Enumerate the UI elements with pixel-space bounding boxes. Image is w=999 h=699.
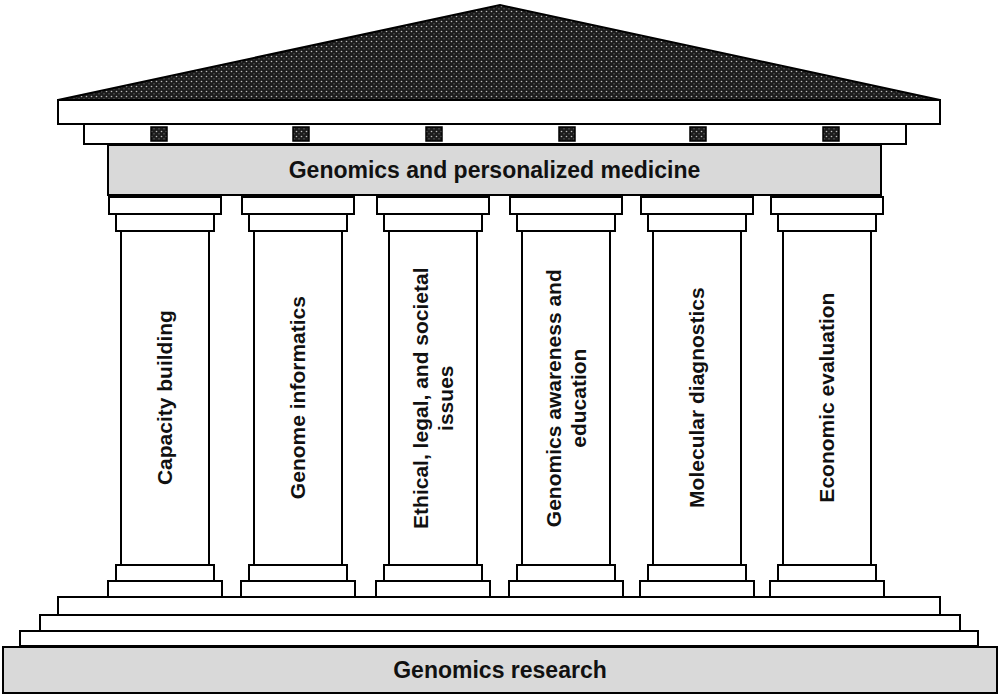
column-moulding (242, 197, 354, 214)
column-moulding (241, 581, 355, 597)
column-moulding (770, 581, 884, 597)
column-moulding (249, 565, 347, 581)
column-moulding (640, 581, 754, 597)
column-shaft: Molecular diagnostics (652, 230, 742, 566)
column-moulding (778, 565, 876, 581)
pillar-label: Molecular diagnostics (684, 244, 709, 552)
column-moulding (771, 197, 883, 214)
column-shaft: Genomics awareness and education (521, 230, 611, 566)
column-moulding (384, 565, 482, 581)
pillar-label: Genomics awareness and education (541, 244, 591, 552)
column-moulding (509, 581, 623, 597)
band-label: Genomics and personalized medicine (289, 157, 701, 183)
pillar-label: Economic evaluation (814, 244, 839, 552)
roof (58, 5, 940, 100)
column-moulding (109, 197, 221, 214)
pillar-label: Ethical, legal, and societal issues (408, 244, 458, 552)
entablature-band: Genomics and personalized medicine (107, 144, 882, 196)
column-moulding (517, 565, 615, 581)
column-moulding (778, 214, 876, 231)
column-moulding (648, 214, 746, 231)
frieze (84, 124, 906, 144)
foundation-band: Genomics research (2, 646, 998, 694)
column-shaft: Ethical, legal, and societal issues (388, 230, 478, 566)
column-moulding (517, 214, 615, 231)
frieze-blocks (151, 127, 839, 141)
column-moulding (249, 214, 347, 231)
column-shaft: Genome informatics (253, 230, 343, 566)
column-moulding (641, 197, 753, 214)
cornice (58, 100, 940, 124)
column-moulding (376, 581, 490, 597)
pillar-label: Capacity building (152, 244, 177, 552)
column-moulding (116, 565, 214, 581)
column-shaft: Capacity building (120, 230, 210, 566)
column-moulding (377, 197, 489, 214)
column-moulding (108, 581, 222, 597)
column-moulding (648, 565, 746, 581)
step (20, 631, 978, 646)
band-label: Genomics research (393, 657, 607, 683)
step (40, 615, 960, 631)
pillar-label: Genome informatics (285, 244, 310, 552)
column-moulding (384, 214, 482, 231)
step (58, 597, 940, 615)
column-shaft: Economic evaluation (782, 230, 872, 566)
column-moulding (116, 214, 214, 231)
column-moulding (510, 197, 622, 214)
column-capitals-and-bases (108, 197, 884, 597)
